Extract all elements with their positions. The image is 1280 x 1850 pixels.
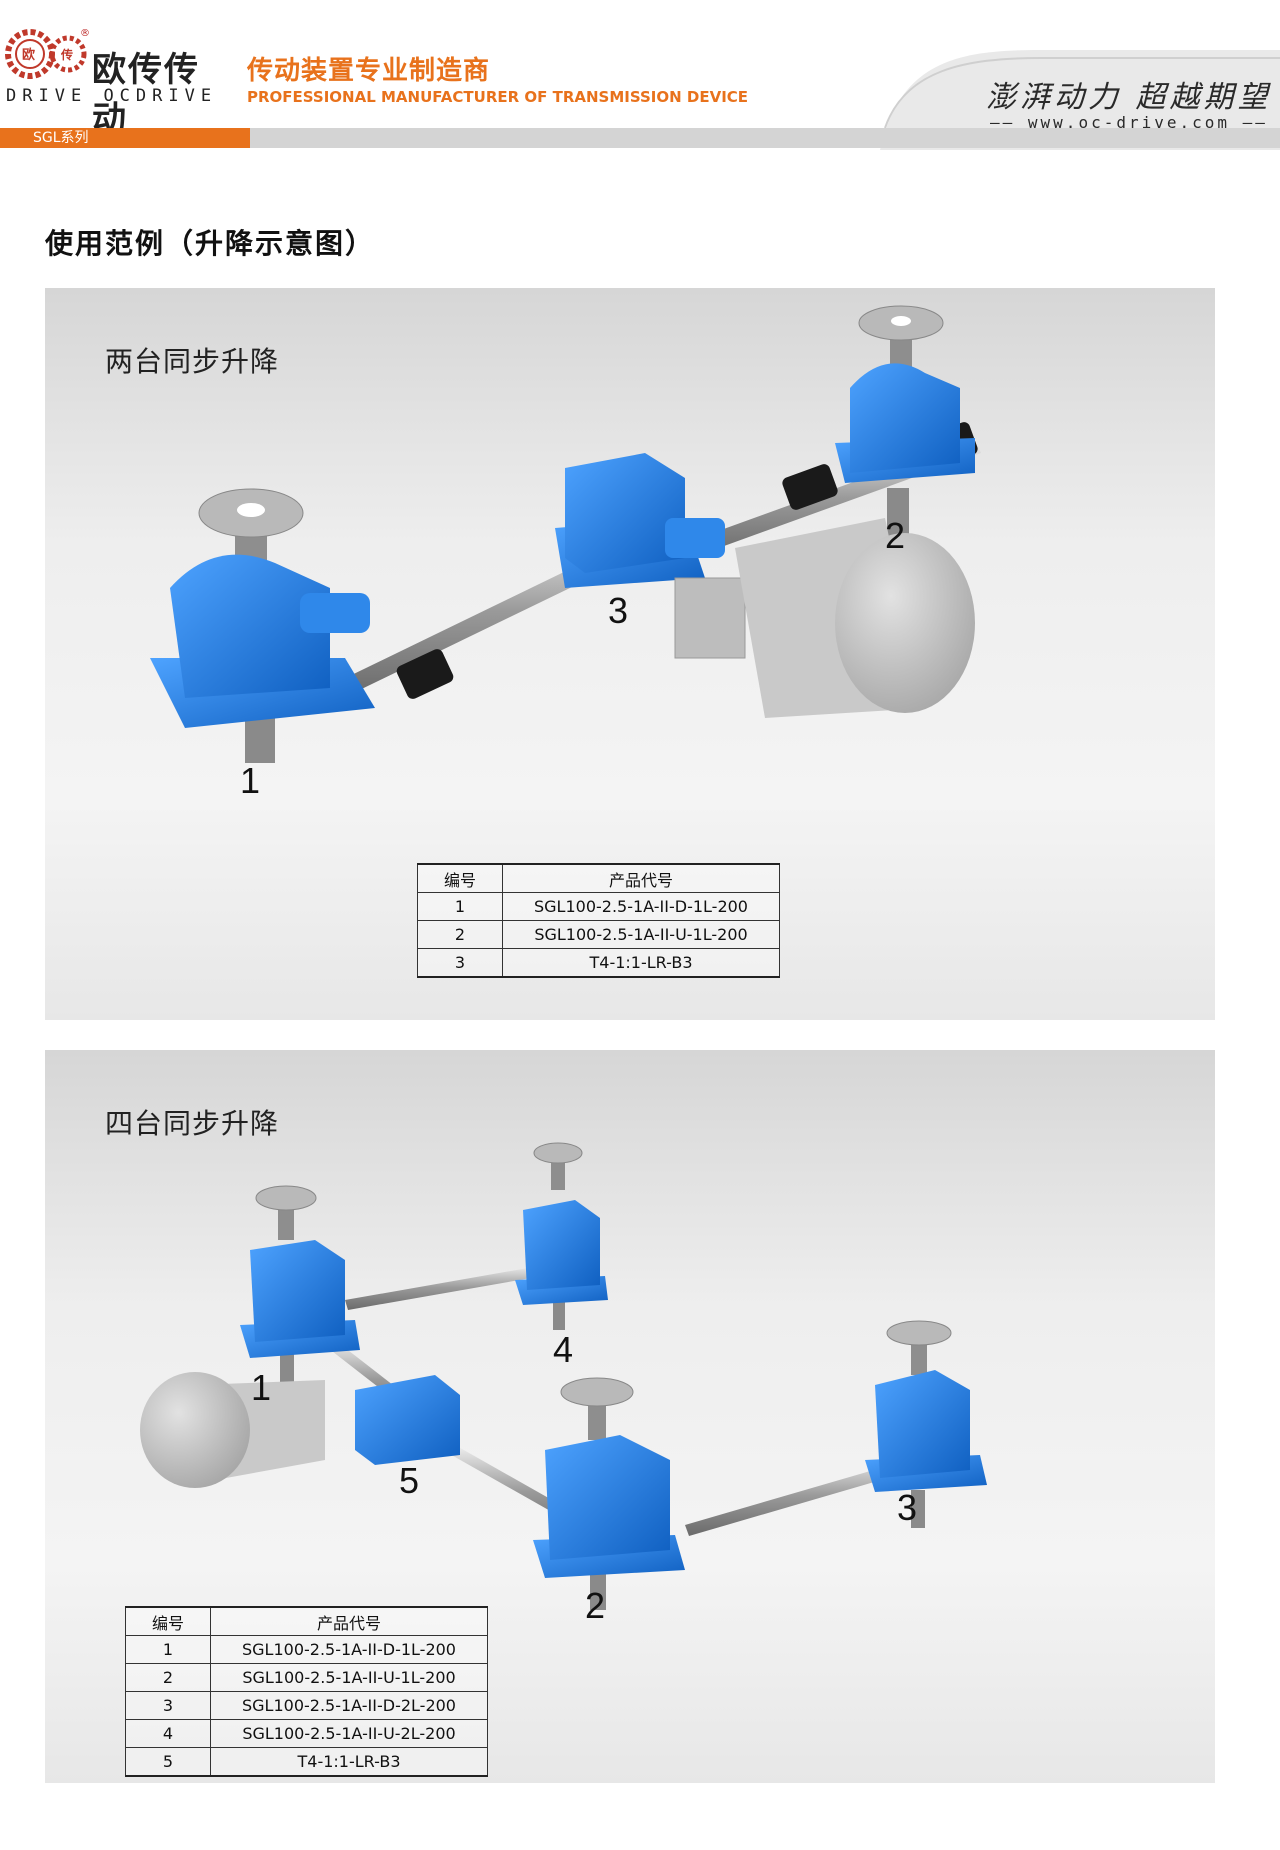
four-unit-diagram: 1 2 3 4 5	[140, 1142, 987, 1626]
table-row: 4 SGL100-2.5-1A-II-U-2L-200	[125, 1719, 488, 1748]
table-cell: T4-1:1-LR-B3	[502, 948, 780, 978]
registered-mark: ®	[80, 28, 90, 39]
table-cell: 5	[125, 1747, 211, 1777]
example-panel-four-units: 四台同步升降	[45, 1050, 1215, 1783]
table-cell: SGL100-2.5-1A-II-U-1L-200	[210, 1663, 488, 1692]
table-header: 产品代号	[210, 1606, 488, 1636]
screw-jack-4	[515, 1142, 608, 1330]
panel-title-two-units: 两台同步升降	[105, 345, 280, 378]
table-cell: SGL100-2.5-1A-II-D-2L-200	[210, 1691, 488, 1720]
table-cell: 1	[417, 892, 503, 921]
website-text[interactable]: www.oc-drive.com	[1027, 113, 1231, 132]
gear-logo-icon: 欧 传	[5, 29, 87, 79]
slogan-box: 澎湃动力 超越期望 —— www.oc-drive.com ——	[930, 50, 1280, 148]
series-tab[interactable]: SGL系列	[0, 128, 250, 148]
table-cell: 3	[417, 948, 503, 978]
tagline-cn: 传动装置专业制造商	[247, 56, 491, 86]
label-5: 5	[399, 1460, 419, 1501]
table-row: 1 SGL100-2.5-1A-II-D-1L-200	[417, 892, 780, 921]
table-cell: SGL100-2.5-1A-II-U-1L-200	[502, 920, 780, 949]
website-url[interactable]: —— www.oc-drive.com ——	[990, 113, 1268, 132]
logo-left-letters: DRIVE	[6, 86, 88, 106]
tagline-en: PROFESSIONAL MANUFACTURER OF TRANSMISSIO…	[247, 88, 749, 106]
screw-jack-3	[865, 1320, 987, 1528]
table-row: 5 T4-1:1-LR-B3	[125, 1747, 488, 1777]
table-cell: T4-1:1-LR-B3	[210, 1747, 488, 1777]
label-3: 3	[608, 590, 628, 631]
label-1: 1	[251, 1367, 271, 1408]
table-cell: 2	[417, 920, 503, 949]
screw-jack-1	[150, 488, 375, 763]
label-2: 2	[885, 515, 905, 556]
panel-title-four-units: 四台同步升降	[105, 1107, 280, 1140]
table-row: 3 T4-1:1-LR-B3	[417, 948, 780, 978]
page-header: 欧 传 ® 欧传传动 DRIVE OCDRIVE 传动装置专业制造商 PROFE…	[0, 0, 1280, 150]
table-row: 1 SGL100-2.5-1A-II-D-1L-200	[125, 1635, 488, 1664]
gearbox-5	[355, 1375, 460, 1465]
screw-jack-2	[533, 1377, 685, 1610]
parts-table-2: 编号 产品代号 1 SGL100-2.5-1A-II-D-1L-200 2 SG…	[125, 1606, 488, 1777]
coupling	[396, 649, 454, 699]
label-2: 2	[585, 1585, 605, 1626]
table-cell: SGL100-2.5-1A-II-D-1L-200	[502, 892, 780, 921]
brand-en-letters: OCDRIVE	[103, 86, 218, 106]
table-header: 产品代号	[502, 863, 780, 893]
table-cell: 2	[125, 1663, 211, 1692]
logo-badge-char-2: 传	[60, 47, 73, 62]
screw-jack-1	[240, 1185, 360, 1385]
table-row: 2 SGL100-2.5-1A-II-U-1L-200	[125, 1663, 488, 1692]
two-unit-diagram: 1 2 3	[150, 305, 981, 801]
table-header: 编号	[125, 1606, 211, 1636]
table-row: 3 SGL100-2.5-1A-II-D-2L-200	[125, 1691, 488, 1720]
table-cell: SGL100-2.5-1A-II-U-2L-200	[210, 1719, 488, 1748]
electric-motor	[674, 518, 975, 718]
header-band	[0, 128, 1280, 148]
coupling	[782, 464, 838, 510]
section-title: 使用范例（升降示意图）	[45, 227, 376, 260]
table-header-row: 编号 产品代号	[125, 1606, 488, 1636]
label-4: 4	[553, 1329, 573, 1370]
brand-name-en: DRIVE OCDRIVE	[6, 86, 217, 106]
label-3: 3	[897, 1487, 917, 1528]
logo-badge-char-1: 欧	[22, 47, 35, 63]
table-cell: SGL100-2.5-1A-II-D-1L-200	[210, 1635, 488, 1664]
table-header-row: 编号 产品代号	[417, 863, 780, 893]
parts-table-1: 编号 产品代号 1 SGL100-2.5-1A-II-D-1L-200 2 SG…	[417, 863, 780, 978]
header-swoosh	[880, 50, 1280, 150]
table-row: 2 SGL100-2.5-1A-II-U-1L-200	[417, 920, 780, 949]
gearbox-3	[555, 453, 725, 588]
label-1: 1	[240, 760, 260, 801]
electric-motor	[140, 1372, 325, 1488]
table-cell: 1	[125, 1635, 211, 1664]
slogan-text: 澎湃动力 超越期望	[986, 80, 1272, 115]
example-panel-two-units: 两台同步升降	[45, 288, 1215, 1020]
table-cell: 4	[125, 1719, 211, 1748]
table-header: 编号	[417, 863, 503, 893]
screw-jack-2	[835, 305, 975, 538]
table-cell: 3	[125, 1691, 211, 1720]
